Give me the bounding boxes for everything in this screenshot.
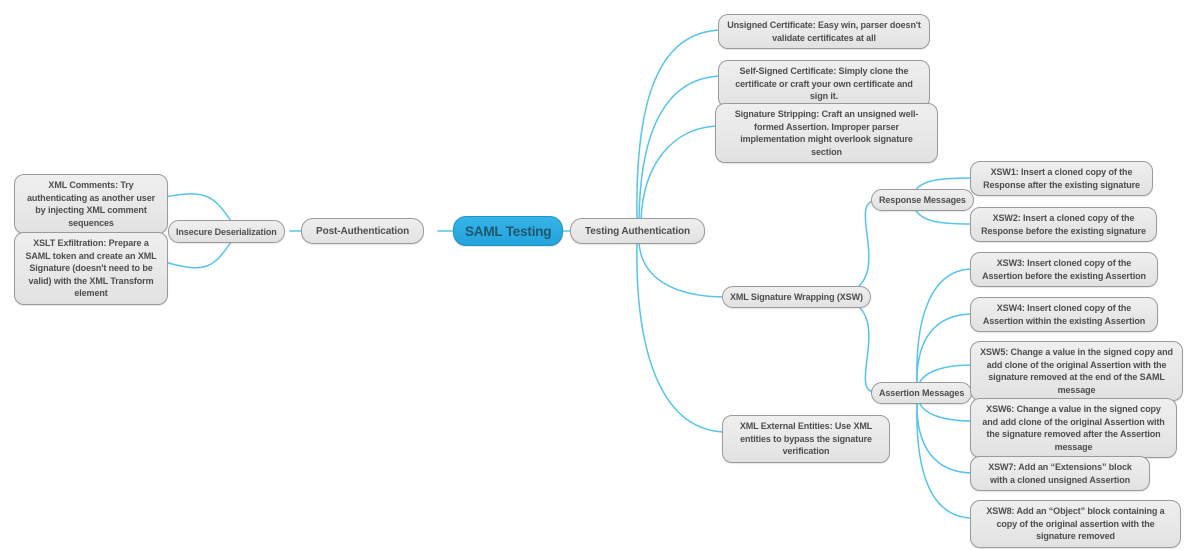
connector-testing-signature-stripping — [640, 125, 720, 221]
connector-response-xsw1 — [914, 177, 974, 192]
connector-insecure-xml-comments — [164, 193, 232, 222]
node-xsw2[interactable]: XSW2: Insert a cloned copy of the Respon… — [970, 207, 1157, 242]
connector-assertion-xsw7 — [916, 401, 974, 474]
node-insecure-deserialization[interactable]: Insecure Deserialization — [168, 220, 285, 243]
node-xsw7[interactable]: XSW7: Add an “Extensions” block with a c… — [970, 456, 1150, 491]
node-signature-stripping[interactable]: Signature Stripping: Craft an unsigned w… — [715, 103, 938, 163]
node-unsigned-certificate[interactable]: Unsigned Certificate: Easy win, parser d… — [718, 14, 930, 49]
node-xsw5[interactable]: XSW5: Change a value in the signed copy … — [970, 341, 1183, 401]
connector-testing-self-signed — [638, 75, 723, 221]
node-assertion-messages[interactable]: Assertion Messages — [871, 382, 973, 404]
connector-xsw-assertion-messages — [851, 301, 876, 393]
connector-assertion-xsw5 — [918, 364, 974, 385]
node-xsw4[interactable]: XSW4: Insert cloned copy of the Assertio… — [970, 297, 1158, 332]
connector-testing-xsw-wrapping — [638, 241, 727, 298]
node-post-authentication[interactable]: Post-Authentication — [301, 218, 425, 244]
node-xsw3[interactable]: XSW3: Insert cloned copy of the Assertio… — [970, 252, 1158, 287]
connector-testing-xml-external — [636, 241, 727, 433]
node-saml-testing[interactable]: SAML Testing — [453, 216, 564, 246]
node-xml-comments[interactable]: XML Comments: Try authenticating as anot… — [14, 174, 168, 234]
node-xsw6[interactable]: XSW6: Change a value in the signed copy … — [970, 398, 1177, 458]
connector-assertion-xsw8 — [916, 401, 974, 519]
connector-insecure-xslt-exfiltration — [164, 241, 232, 269]
node-xsw8[interactable]: XSW8: Add an “Object” block containing a… — [970, 500, 1181, 548]
node-xml-signature-wrapping[interactable]: XML Signature Wrapping (XSW) — [722, 286, 871, 308]
connector-assertion-xsw6 — [918, 401, 974, 422]
node-response-messages[interactable]: Response Messages — [871, 189, 974, 211]
connector-xsw-response-messages — [851, 200, 876, 292]
node-self-signed-certificate[interactable]: Self-Signed Certificate: Simply clone th… — [718, 60, 930, 108]
node-testing-authentication[interactable]: Testing Authentication — [570, 218, 706, 244]
node-xslt-exfiltration[interactable]: XSLT Exfiltration: Prepare a SAML token … — [14, 232, 168, 305]
connector-response-xsw2 — [914, 208, 974, 225]
node-xsw1[interactable]: XSW1: Insert a cloned copy of the Respon… — [970, 161, 1153, 196]
connector-testing-unsigned — [636, 29, 723, 221]
connector-assertion-xsw4 — [916, 313, 974, 385]
node-xml-external-entities[interactable]: XML External Entities: Use XML entities … — [722, 415, 890, 463]
connector-assertion-xsw3 — [916, 268, 974, 385]
